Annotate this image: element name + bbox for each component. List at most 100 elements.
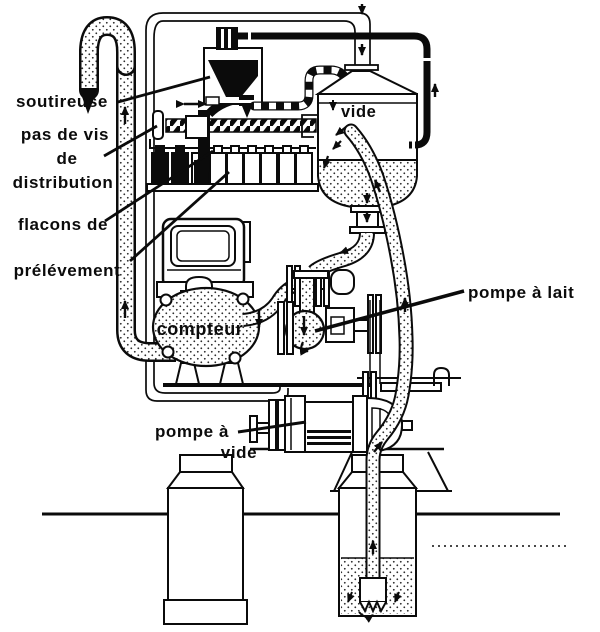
hose-strainer	[347, 577, 402, 623]
nozzle-tip	[242, 106, 252, 118]
flow-down-arrow-icon	[322, 155, 331, 169]
striped-sampler-tube	[249, 65, 355, 111]
bottle-cap	[213, 145, 223, 154]
recorder-screen	[176, 230, 230, 262]
suction-hose	[343, 123, 414, 590]
bottle-cap	[282, 145, 292, 154]
leader-soutireuse	[117, 75, 211, 104]
tube-stripes	[254, 66, 349, 110]
label-compteur: compteur	[157, 319, 244, 339]
flow-up-arrow-icon	[373, 179, 382, 193]
spout-down-arrow-icon	[79, 88, 98, 114]
strainer-body	[359, 577, 387, 603]
meter-lug	[236, 292, 250, 306]
pump-end-plate	[268, 399, 277, 451]
pipe-tick	[248, 31, 251, 41]
flow-curl-arrow-icon	[299, 341, 309, 356]
sample-bottle-empty	[243, 152, 261, 185]
screw-carriage-block	[185, 115, 209, 139]
valve-flange	[286, 265, 293, 307]
valve-flange	[294, 265, 301, 307]
left-milk-pipe-fill	[118, 64, 176, 360]
funnel-flange	[344, 64, 379, 71]
bottle-cap	[175, 145, 185, 154]
leader-pompe-a-vide	[237, 420, 307, 434]
leader-pas-de-vis	[103, 124, 158, 158]
meter-lug	[159, 293, 173, 307]
bottle-cap	[264, 145, 274, 154]
filler-tube-tip	[194, 160, 210, 184]
label-pompe-a-lait: pompe à lait	[468, 283, 574, 302]
bottle-cap	[299, 145, 309, 154]
black-air-pipe	[234, 4, 439, 149]
label-pompe-a-vide-2: vide	[221, 443, 257, 462]
meter-lug	[228, 351, 242, 365]
cylinder-fin	[307, 430, 351, 433]
swan-neck-fill	[81, 18, 134, 98]
sample-bottle-empty	[209, 152, 227, 185]
bottle-cap	[247, 145, 257, 154]
connector-slit	[228, 29, 231, 48]
churn-body	[167, 487, 244, 601]
leader-flacons	[129, 170, 230, 263]
outlet-flange	[349, 226, 386, 234]
sample-bottle-full	[151, 152, 169, 185]
label-pas-de-vis-3: distribution	[13, 173, 114, 192]
leader-distribution	[104, 149, 214, 223]
churn-shoulder	[166, 471, 245, 489]
meter-lug	[161, 345, 175, 359]
shaft-hook	[433, 366, 450, 386]
valve-end-cap	[330, 269, 355, 295]
pump-end-plate	[352, 395, 368, 453]
tube-outline	[249, 65, 355, 111]
empty-milk-churn	[163, 454, 248, 625]
sample-bottle-empty	[226, 152, 244, 185]
air-pipe	[234, 32, 431, 149]
label-pas-de-vis-2: de	[56, 149, 77, 168]
pipe-tick	[423, 58, 431, 61]
frame-inner-top	[163, 20, 356, 70]
cylinder-fin	[307, 442, 351, 445]
swirl-arrow-icon	[347, 591, 355, 603]
outlet-hose-fill	[309, 232, 373, 277]
leader-pompe-a-lait	[314, 289, 465, 333]
soutireuse-device	[203, 27, 263, 118]
sample-bottle-tray	[146, 139, 319, 192]
label-flacons-2: prélévement	[14, 261, 121, 280]
diagram-labels: soutireuse pas de vis de distribution fl…	[13, 92, 574, 462]
soutireuse-funnel	[208, 60, 258, 97]
cylinder-fin	[307, 436, 351, 439]
spray-arrow-icon	[332, 140, 342, 150]
swirl-arrow-icon	[358, 611, 374, 623]
delivery-pipe-and-swan-neck	[79, 15, 176, 362]
tray-base	[146, 183, 319, 192]
filler-carriage	[176, 93, 247, 184]
milk-meter	[151, 275, 261, 385]
churn-base	[163, 599, 248, 625]
screw-spindle	[152, 110, 164, 140]
frame-inner-left	[153, 20, 281, 394]
sample-bottle-empty	[278, 152, 296, 185]
strainer-teeth	[359, 599, 387, 614]
label-pas-de-vis-1: pas de vis	[21, 125, 109, 144]
label-pompe-a-vide-1: pompe à	[155, 422, 229, 441]
nozzle-band	[239, 100, 254, 103]
bottle-cap	[230, 145, 240, 154]
sample-bottle-empty	[260, 152, 278, 185]
label-soutireuse: soutireuse	[16, 92, 108, 111]
pump-flange	[286, 301, 294, 355]
milk-pump-assembly	[277, 265, 450, 403]
swirl-arrow-icon	[394, 591, 402, 603]
pipe-tick	[412, 140, 415, 149]
pump-flange	[277, 301, 285, 355]
hose-fill	[345, 125, 412, 588]
connector-slit	[221, 29, 224, 48]
label-flacons-1: flacons de	[18, 215, 108, 234]
label-vide-chamber: vide	[341, 103, 376, 121]
sample-bottle-empty	[295, 152, 313, 185]
chamber-bracket	[301, 114, 318, 138]
soutireuse-tab	[205, 96, 220, 106]
pulley-disc	[375, 294, 382, 354]
